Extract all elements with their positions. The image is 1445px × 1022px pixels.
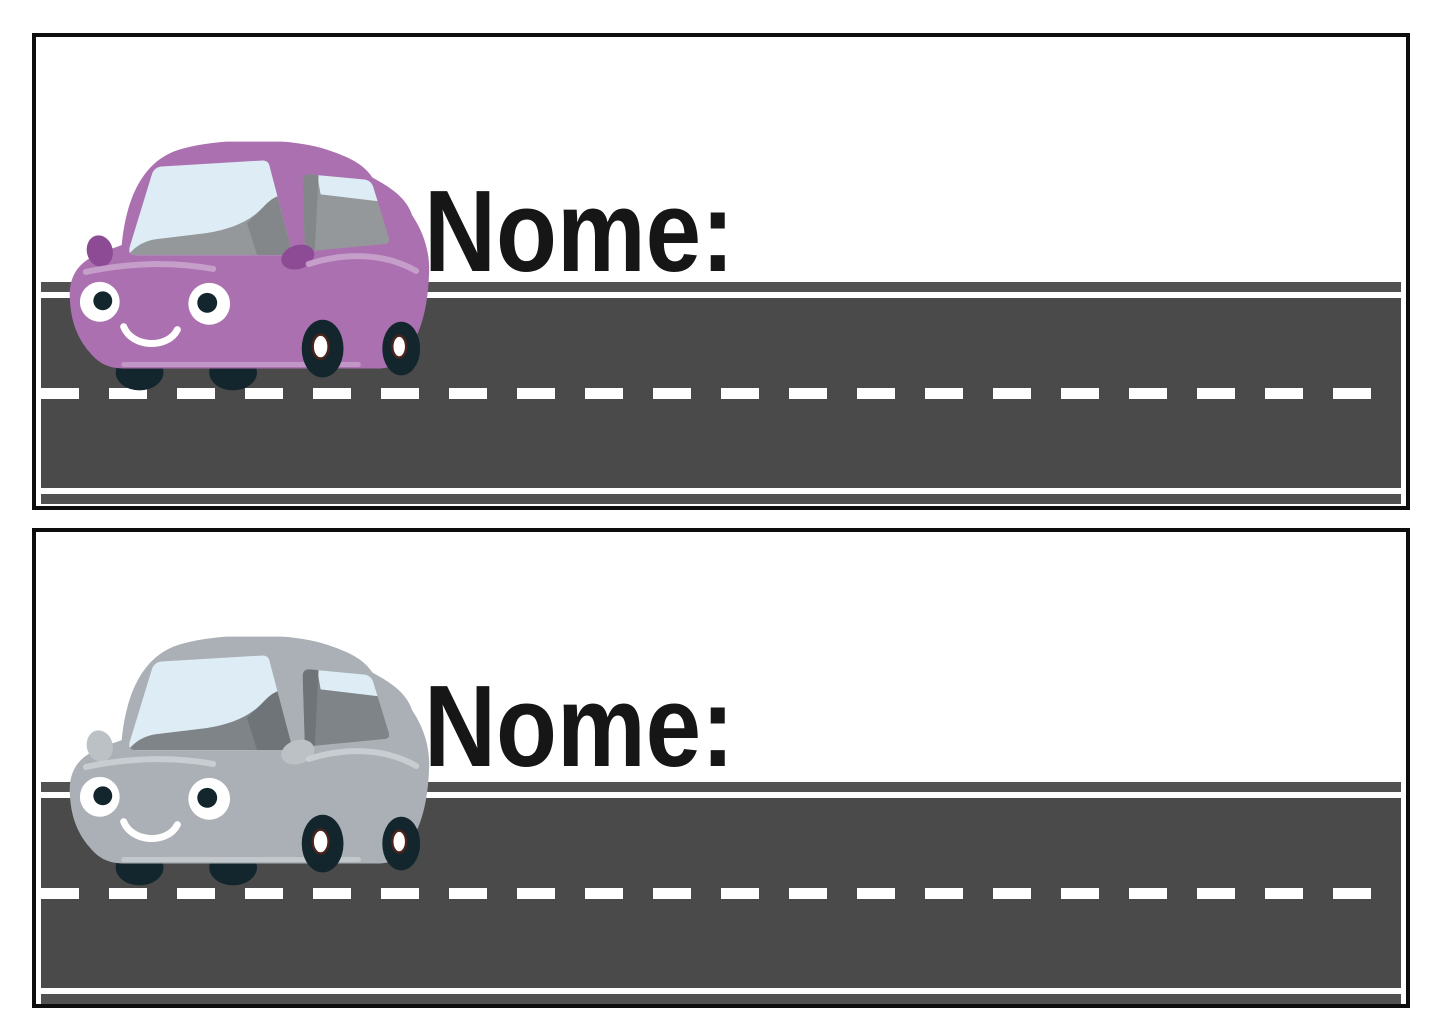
name-field-label: Nome: bbox=[424, 661, 735, 791]
gray-car-illustration bbox=[62, 636, 440, 888]
road-top-edge-stripe bbox=[41, 282, 1401, 292]
road-center-dashed-line bbox=[41, 888, 1401, 899]
road-center-dashed-line bbox=[41, 388, 1401, 399]
road-top-edge-stripe bbox=[41, 782, 1401, 792]
name-tag-card: Nome: bbox=[32, 33, 1410, 510]
name-tag-card: Nome: bbox=[32, 528, 1410, 1008]
road-bottom-edge-stripe bbox=[41, 994, 1401, 1004]
name-field-label: Nome: bbox=[424, 166, 735, 296]
road-bottom-edge-stripe bbox=[41, 494, 1401, 504]
purple-car-illustration bbox=[62, 141, 440, 393]
